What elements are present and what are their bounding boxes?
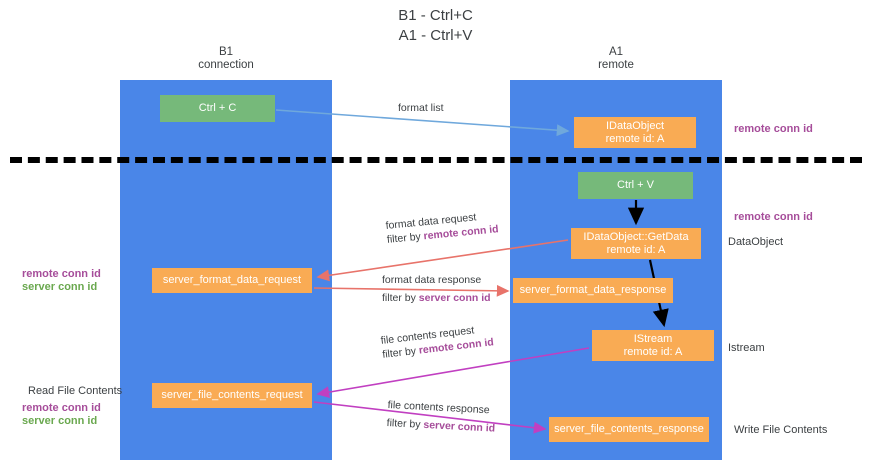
annotation-remote-conn-id-top: remote conn id <box>734 123 813 135</box>
node-idataobject[interactable]: IDataObject remote id: A <box>574 117 696 148</box>
node-label: IStream <box>633 332 673 345</box>
node-ctrl-v[interactable]: Ctrl + V <box>578 172 693 199</box>
annotation-read-file-contents: Read File Contents <box>28 385 123 397</box>
edge-label-format-data-request: format data request filter by remote con… <box>385 208 499 247</box>
annotation-remote-conn-id: remote conn id <box>22 402 101 414</box>
annotation-istream: Istream <box>728 342 765 354</box>
edge-label-file-contents-response: file contents response filter by server … <box>386 398 496 436</box>
node-server-file-contents-response[interactable]: server_file_contents_response <box>549 417 709 442</box>
node-istream[interactable]: IStream remote id: A <box>592 330 714 361</box>
annotation-left-conn-ids-top: remote conn id server conn id <box>22 268 101 294</box>
edge-label-line1: file contents response <box>387 398 490 417</box>
node-label: Ctrl + V <box>617 179 654 191</box>
node-label: server_format_data_request <box>162 274 302 286</box>
swimlane-header-a1: A1 remote <box>598 46 634 71</box>
annotation-server-conn-id: server conn id <box>22 281 98 293</box>
node-label: server_file_contents_response <box>554 423 704 435</box>
node-label: Ctrl + C <box>198 102 237 114</box>
filter-prefix: filter by <box>386 416 424 431</box>
annotation-left-conn-ids-bottom: remote conn id server conn id <box>22 402 101 428</box>
swimlane-header-b1: B1 connection <box>198 46 254 71</box>
node-label: IDataObject::GetData <box>583 230 689 243</box>
node-label: server_file_contents_request <box>161 389 303 401</box>
edge-label-file-contents-request: file contents request filter by remote c… <box>380 321 494 362</box>
filter-prefix: filter by <box>386 230 425 246</box>
node-idataobject-getdata[interactable]: IDataObject::GetData remote id: A <box>571 228 701 259</box>
annotation-remote-conn-id-mid: remote conn id <box>734 211 813 223</box>
edge-label-format-data-response: format data response filter by server co… <box>382 273 491 305</box>
node-sublabel: remote id: A <box>623 345 683 358</box>
annotation-write-file-contents: Write File Contents <box>734 424 828 436</box>
node-server-file-contents-request[interactable]: server_file_contents_request <box>152 383 312 408</box>
edge-label-line1: format data response <box>382 274 482 286</box>
filter-value: server conn id <box>418 292 491 304</box>
edge-label-format-list: format list <box>398 102 444 114</box>
filter-value: server conn id <box>423 418 496 435</box>
annotation-dataobject: DataObject <box>728 236 784 248</box>
filter-prefix: filter by <box>381 344 420 361</box>
section-divider <box>10 157 862 163</box>
node-label: server_format_data_response <box>519 284 667 296</box>
node-server-format-data-response[interactable]: server_format_data_response <box>513 278 673 303</box>
annotation-remote-conn-id: remote conn id <box>22 268 101 280</box>
node-label: IDataObject <box>605 119 665 132</box>
annotation-server-conn-id: server conn id <box>22 415 98 427</box>
edge-label-line2: filter by server conn id <box>386 416 495 436</box>
edge-label-line2: filter by server conn id <box>382 291 491 305</box>
filter-prefix: filter by <box>382 292 419 304</box>
node-sublabel: remote id: A <box>605 132 665 145</box>
node-ctrl-c[interactable]: Ctrl + C <box>160 95 275 122</box>
node-sublabel: remote id: A <box>606 243 666 256</box>
node-server-format-data-request[interactable]: server_format_data_request <box>152 268 312 293</box>
page-title: B1 - Ctrl+C A1 - Ctrl+V <box>398 7 473 44</box>
